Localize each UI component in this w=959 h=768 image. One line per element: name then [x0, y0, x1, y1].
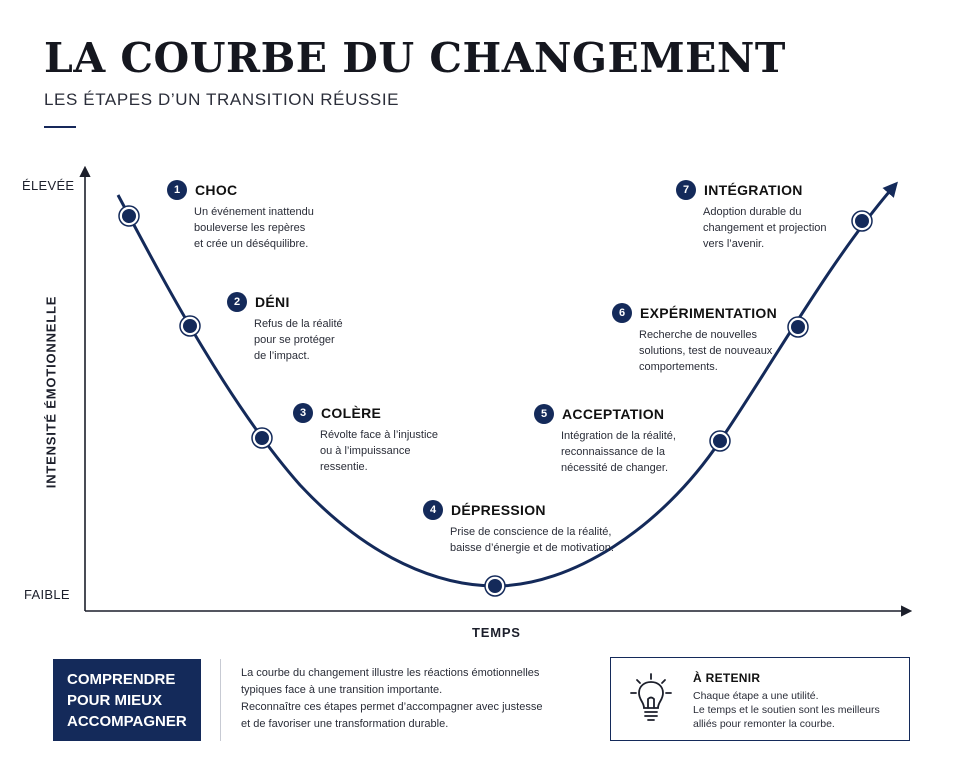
curve-point-4 [484, 575, 506, 597]
y-axis-low-label: FAIBLE [24, 587, 70, 602]
footer-explanation: La courbe du changement illustre les réa… [241, 667, 543, 730]
stage-number: 1 [167, 180, 187, 200]
retain-text: Chaque étape a une utilité. Le temps et … [693, 690, 880, 730]
curve-point-3 [251, 427, 273, 449]
stage-number: 3 [293, 403, 313, 423]
title-underline [44, 126, 76, 128]
understand-box-line: COMPRENDRE [67, 671, 176, 688]
stage-number: 2 [227, 292, 247, 312]
stage-description: Prise de conscience de la réalité,baisse… [450, 526, 614, 554]
understand-box: COMPRENDRE POUR MIEUX ACCOMPAGNER [53, 659, 201, 741]
stage-number: 7 [676, 180, 696, 200]
understand-box-line: POUR MIEUX [67, 692, 163, 709]
y-axis-title: INTENSITÉ ÉMOTIONNELLE [43, 295, 59, 489]
curve-point-6 [787, 316, 809, 338]
stage-number: 5 [534, 404, 554, 424]
page-title: LA COURBE DU CHANGEMENT [44, 34, 786, 82]
stage-name: EXPÉRIMENTATION [640, 305, 777, 321]
curve-point-7 [851, 210, 873, 232]
stage-name: COLÈRE [321, 405, 382, 421]
lightbulb-icon [630, 673, 672, 721]
curve-point-2 [179, 315, 201, 337]
stage-number: 6 [612, 303, 632, 323]
page-subtitle: LES ÉTAPES D’UN TRANSITION RÉUSSIE [44, 90, 400, 109]
y-axis-high-label: ÉLEVÉE [22, 178, 75, 193]
stage-name: DÉPRESSION [451, 502, 546, 518]
retain-panel [610, 657, 910, 741]
stage-name: DÉNI [255, 294, 290, 310]
stage-depression: 4 DÉPRESSION Prise de conscience de la ré… [423, 500, 614, 556]
footer-divider [220, 659, 221, 741]
x-axis-title: TEMPS [472, 625, 521, 640]
stage-description: Intégration de la réalité,reconnaissance… [561, 430, 676, 474]
understand-box-line: ACCOMPAGNER [67, 713, 187, 730]
retain-title: À RETENIR [693, 671, 761, 685]
stage-name: ACCEPTATION [562, 406, 665, 422]
curve-point-1 [118, 205, 140, 227]
stage-acceptation: 5 ACCEPTATION Intégration de la réalité,r… [534, 404, 676, 476]
stage-name: CHOC [195, 182, 238, 198]
stage-number: 4 [423, 500, 443, 520]
curve-point-5 [709, 430, 731, 452]
stage-name: INTÉGRATION [704, 182, 803, 198]
